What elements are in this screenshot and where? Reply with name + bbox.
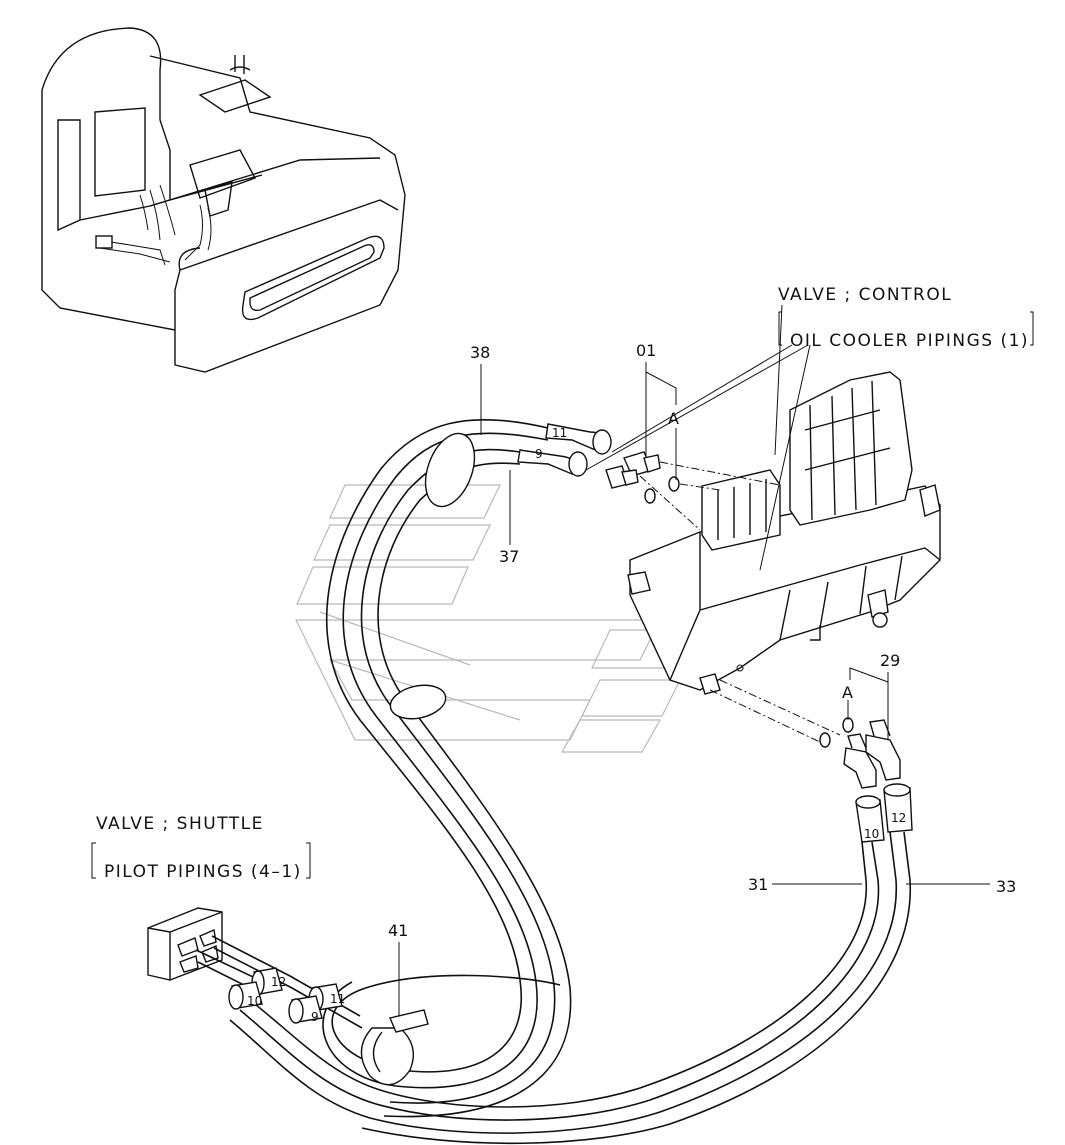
control-valve-body bbox=[627, 371, 941, 695]
part-number-29: 29 bbox=[880, 651, 900, 670]
hose-label-left-9: 9 bbox=[311, 1010, 319, 1024]
part-number-33: 33 bbox=[996, 877, 1016, 896]
hose-end-12 bbox=[883, 783, 913, 833]
o-ring-lower-a bbox=[842, 717, 854, 733]
hose-end-10 bbox=[855, 795, 885, 843]
adapter-fitting-upper bbox=[605, 451, 661, 489]
hose-label-left-12: 12 bbox=[271, 975, 286, 989]
shuttle-valve-block bbox=[147, 907, 223, 981]
shuttle-valve-reference: PILOT PIPINGS (4–1) bbox=[104, 862, 302, 882]
band-clamp-41 bbox=[360, 1009, 429, 1086]
control-valve-title: VALVE ; CONTROL bbox=[778, 285, 952, 305]
view-a-label-bottom: A bbox=[842, 683, 853, 702]
control-valve-reference: OIL COOLER PIPINGS (1) bbox=[790, 331, 1029, 351]
o-ring-upper-b bbox=[644, 488, 656, 504]
pilot-hose-end-9 bbox=[288, 995, 323, 1024]
part-number-38: 38 bbox=[470, 343, 490, 362]
o-ring-upper-a bbox=[668, 476, 680, 492]
elbow-fitting-lower-a bbox=[865, 719, 901, 781]
hose-assemblies bbox=[195, 418, 911, 1145]
part-number-37: 37 bbox=[499, 547, 519, 566]
hose-clamp-middle bbox=[389, 684, 447, 720]
o-ring-lower-b bbox=[819, 732, 831, 748]
elbow-fitting-9 bbox=[517, 449, 588, 477]
lower-fittings bbox=[709, 679, 913, 843]
hose-label-top-11: 11 bbox=[552, 426, 567, 440]
shuttle-valve-title: VALVE ; SHUTTLE bbox=[96, 814, 264, 834]
pilot-hose-end-10 bbox=[228, 981, 263, 1010]
elbow-fitting-lower-b bbox=[843, 733, 877, 789]
part-number-41: 41 bbox=[388, 921, 408, 940]
hose-label-right-12: 12 bbox=[891, 811, 906, 825]
excavator-overview bbox=[41, 27, 406, 373]
elbow-fitting-11 bbox=[545, 423, 612, 455]
labels: VALVE ; CONTROL OIL COOLER PIPINGS (1) V… bbox=[96, 285, 1029, 1024]
hose-label-right-10: 10 bbox=[864, 827, 879, 841]
view-a-label-top: A bbox=[668, 409, 679, 428]
leader-lines bbox=[91, 304, 1034, 1016]
hose-clamp-upper bbox=[424, 432, 476, 508]
part-number-01: 01 bbox=[636, 341, 656, 360]
part-number-31: 31 bbox=[748, 875, 768, 894]
hose-label-top-9: 9 bbox=[535, 447, 543, 461]
upper-fittings bbox=[517, 423, 781, 531]
hose-label-left-10: 10 bbox=[247, 994, 262, 1008]
hose-label-left-11: 11 bbox=[330, 992, 345, 1006]
